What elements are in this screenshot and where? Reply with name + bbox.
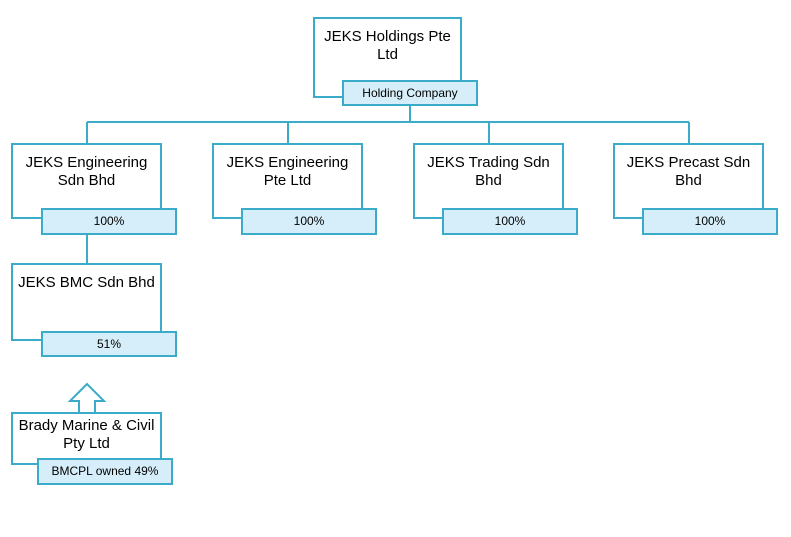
node-title: JEKS Engineering Sdn Bhd (25, 154, 148, 189)
node-title: Brady Marine & Civil Pty Ltd (18, 417, 155, 452)
subsidiary-node: JEKS Precast Sdn Bhd (613, 143, 764, 219)
subsidiary-node: JEKS Trading Sdn Bhd (413, 143, 564, 219)
node-title: JEKS Precast Sdn Bhd (626, 154, 751, 189)
node-title: JEKS Holdings Pte Ltd (324, 28, 451, 63)
associate-node: Brady Marine & Civil Pty Ltd (11, 412, 162, 465)
ownership-tag: 100% (41, 208, 177, 235)
ownership-tag: 100% (442, 208, 578, 235)
ownership-tag: 51% (41, 331, 177, 357)
subsidiary-node: JEKS Engineering Pte Ltd (212, 143, 363, 219)
node-title: JEKS BMC Sdn Bhd (18, 274, 155, 291)
node-title: JEKS Trading Sdn Bhd (427, 154, 550, 189)
ownership-tag: 100% (241, 208, 377, 235)
associate-arrow (67, 382, 107, 414)
ownership-tag: 100% (642, 208, 778, 235)
bmc-subsidiary-node: JEKS BMC Sdn Bhd (11, 263, 162, 341)
associate-ownership-tag: BMCPL owned 49% (37, 458, 173, 485)
holding-company-tag: Holding Company (342, 80, 478, 106)
subsidiary-node: JEKS Engineering Sdn Bhd (11, 143, 162, 219)
node-title: JEKS Engineering Pte Ltd (226, 154, 349, 189)
